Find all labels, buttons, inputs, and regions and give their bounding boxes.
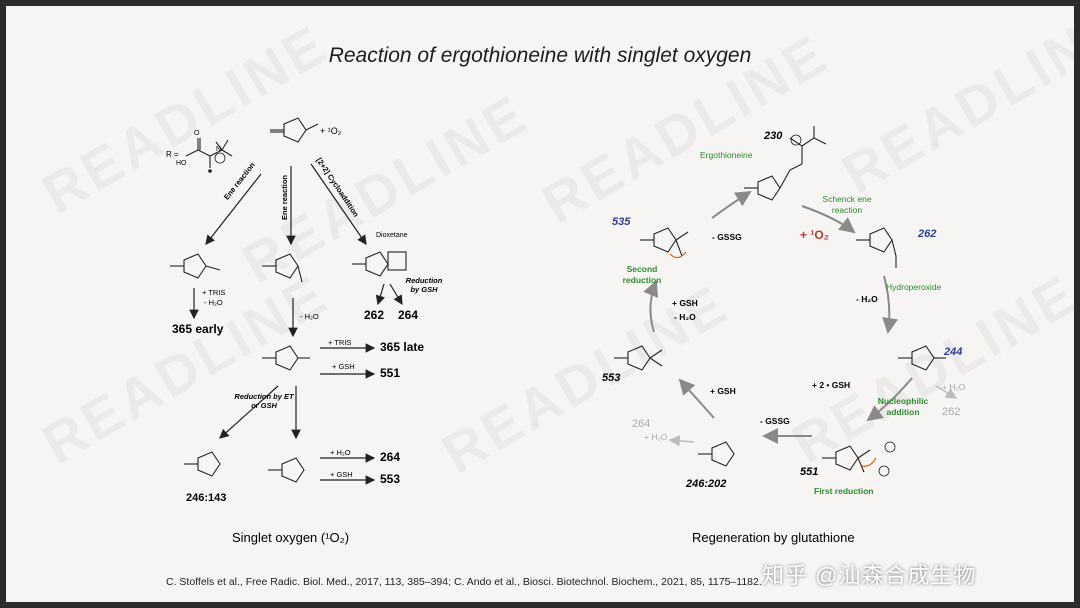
minus-gssg-top: - GSSG [712, 232, 742, 242]
hydroperoxide-label: Hydroperoxide [886, 282, 942, 292]
dioxetane-label: Dioxetane [376, 232, 408, 239]
hydroperoxide-262-structure [856, 227, 897, 268]
minus-h2o-right-2: - H₂O [674, 312, 696, 322]
hydroxy-structure [268, 457, 305, 483]
minus-h2o-center-label: - H₂O [300, 312, 319, 321]
arrow-262-to-244 [882, 275, 899, 334]
hydroperoxide-structure [170, 253, 221, 279]
enol-246-202-structure [698, 441, 735, 467]
arrow-535-to-230 [711, 190, 752, 219]
oxo-structure [262, 345, 310, 371]
minus-h2o-label: - H₂O [204, 298, 223, 307]
arrow-246-to-553 [678, 378, 715, 419]
hydroxyl-label: HO [176, 160, 187, 167]
citation: C. Stoffels et al., Free Radic. Biol. Me… [166, 576, 762, 588]
right-caption: Regeneration by glutathione [692, 530, 855, 545]
product-246-143: 246:143 [186, 492, 227, 504]
oxygen-label: O [194, 130, 200, 137]
compound-264-faded: 264 [632, 418, 651, 430]
arrow-cyclo [310, 163, 367, 245]
plus-gsh-center-label: + GSH [332, 362, 355, 371]
compound-262: 262 [918, 228, 937, 240]
compound-262-faded: 262 [942, 406, 961, 418]
adduct-551-structure [822, 445, 871, 473]
ergothioneine-label: Ergothioneine [700, 150, 753, 160]
plus-tris-center-label: + TRIS [328, 338, 352, 347]
minus-h2o-right: - H₂O [856, 294, 878, 304]
plus-h2o-faded-2: + H₂O [644, 432, 668, 442]
compound-246-202: 246:202 [686, 478, 727, 490]
reaction-diagram [170, 117, 958, 485]
arrow-244-to-551 [866, 377, 913, 422]
second-reduction-label: Second reduction [622, 264, 662, 285]
product-264: 264 [398, 308, 419, 322]
r-group-structure [185, 138, 233, 168]
minus-gssg-bottom: - GSSG [760, 416, 790, 426]
arrow-to-264 [389, 283, 403, 306]
ene-reaction-label-2: Ene reaction [280, 174, 289, 220]
plus-h2o-faded: + H₂O [942, 382, 966, 392]
plus-gsh-bottom-label: + GSH [330, 470, 353, 479]
product-264b: 264 [380, 450, 401, 464]
reduction-et-gsh-label: Reduction by ET or GSH [234, 392, 294, 410]
plus-tris-label: + TRIS [202, 288, 226, 297]
product-365-early: 365 early [172, 322, 224, 336]
arrow-230-to-262 [801, 205, 856, 234]
arrow-faded-264 [668, 435, 695, 447]
schenck-label: Schenck ene reaction [822, 194, 872, 215]
product-262: 262 [364, 308, 385, 322]
left-caption: Singlet oxygen (¹O₂) [232, 530, 350, 545]
zhihu-watermark: 知乎 @汕森合成生物 [762, 563, 977, 588]
enol-structure [184, 451, 221, 477]
compound-244: 244 [944, 346, 963, 358]
r-label: R = [166, 150, 179, 159]
ergothioneine-core-structure [270, 117, 319, 143]
compound-535: 535 [612, 216, 631, 228]
plus-gsh-right: + GSH [710, 386, 736, 396]
slide: READLINE READLINE READLINE READLINE READ… [6, 6, 1074, 602]
adduct-535-structure [640, 227, 689, 257]
arrow-to-262 [375, 283, 386, 306]
page-title: Reaction of ergothioneine with singlet o… [328, 44, 752, 67]
singlet-oxygen-red: + ¹O₂ [800, 228, 830, 242]
product-553: 553 [380, 472, 401, 486]
arrow-553-to-535 [643, 280, 659, 333]
plus-gsh-right-2: + GSH [672, 298, 698, 308]
product-551: 551 [380, 366, 401, 380]
arrow-faded-262 [935, 385, 958, 399]
allyl-hydroperoxide-structure [262, 253, 303, 283]
compound-230: 230 [764, 130, 783, 142]
compound-551: 551 [800, 466, 819, 478]
nitrogen-label: N [216, 146, 222, 153]
plus-2-gsh: + 2 • GSH [812, 380, 851, 390]
reduction-gsh-label: Reduction by GSH [405, 276, 443, 294]
arrow-ene-1 [205, 173, 262, 245]
ergothioneine-structure [744, 126, 827, 201]
plus-h2o-label: + H₂O [330, 448, 351, 457]
adduct-553-structure [614, 345, 663, 371]
oxo-244-structure [898, 345, 946, 371]
dioxetane-structure [352, 251, 407, 277]
compound-553: 553 [602, 372, 621, 384]
singlet-oxygen-reagent: + ¹O₂ [320, 126, 342, 136]
arrow-to-246-143 [219, 385, 279, 439]
product-365-late: 365 late [380, 340, 425, 354]
nucleophilic-addition-label: Nucleophilic addition [877, 396, 929, 417]
first-reduction-label: First reduction [814, 486, 874, 496]
